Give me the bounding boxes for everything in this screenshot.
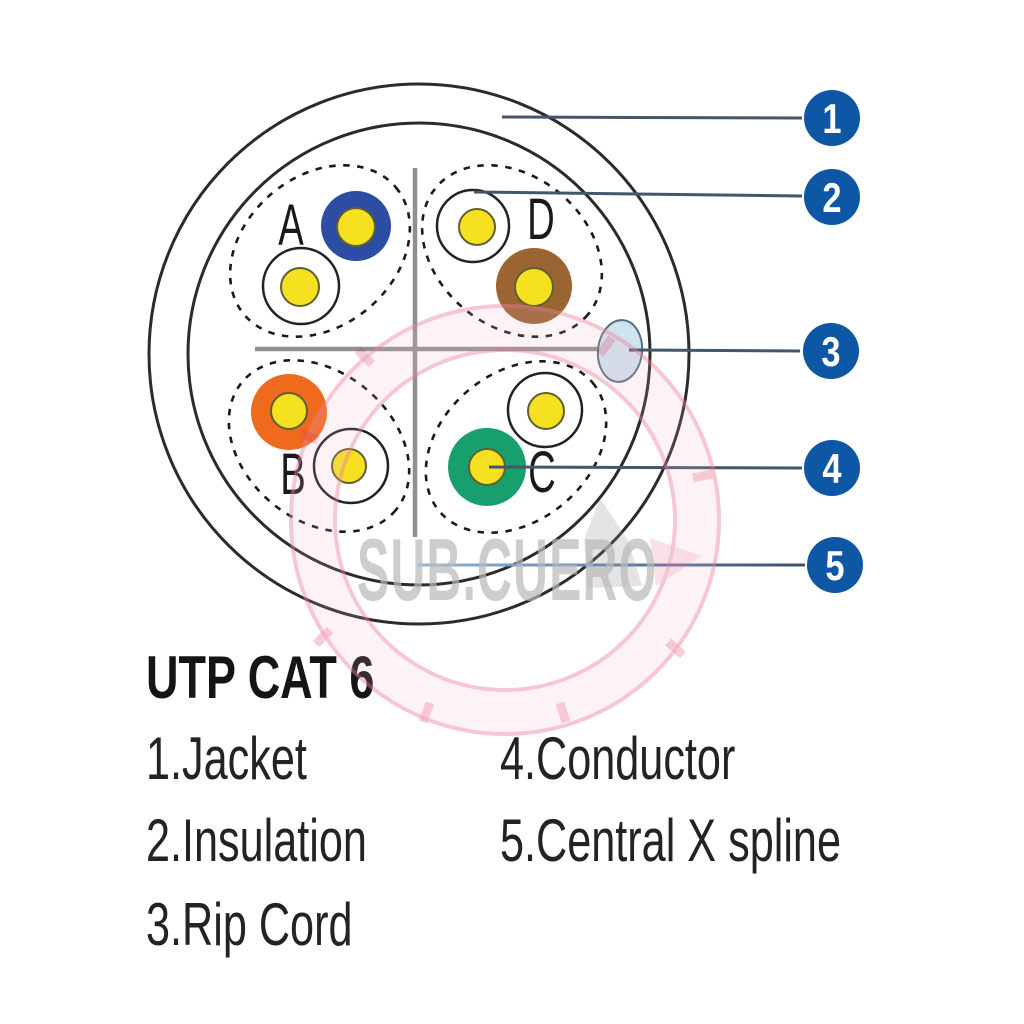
pair-a-white-conductor — [280, 267, 320, 307]
callout-5-circle — [807, 537, 863, 593]
central-x-spline — [255, 168, 600, 537]
legend-item-insulation: 2.Insulation — [146, 807, 367, 874]
leader-line-2-insulation — [473, 190, 803, 198]
legend-item-conductor: 4.Conductor — [500, 725, 736, 792]
pair-a-blue-conductor — [336, 207, 376, 247]
pair-c-dashed-ellipse — [424, 359, 608, 535]
legend-item-central-spline: 5.Central X spline — [500, 807, 841, 874]
callout-3-circle — [803, 323, 859, 379]
callout-1-circle — [804, 90, 860, 146]
legend-item-jacket: 1.Jacket — [146, 725, 307, 792]
pair-a-label: A — [278, 194, 304, 258]
callout-4: 4 — [804, 440, 860, 496]
callout-2-number: 2 — [822, 175, 841, 222]
pair-d: D — [435, 188, 572, 324]
jacket-inner-circle — [186, 121, 652, 587]
pair-c: C — [448, 371, 584, 506]
callout-1-number: 1 — [822, 96, 841, 143]
legend-title: UTP CAT 6 — [146, 644, 375, 711]
rip-cord — [596, 319, 644, 383]
callout-4-number: 4 — [822, 446, 842, 493]
pair-b: B — [251, 374, 390, 507]
callout-4-circle — [804, 440, 860, 496]
callout-1: 1 — [804, 90, 860, 146]
callout-leader-lines — [418, 115, 805, 567]
pair-d-label: D — [527, 188, 555, 252]
leader-line-1-jacket — [501, 115, 803, 120]
callout-5-number: 5 — [825, 543, 844, 590]
pair-b-dashed-ellipse — [227, 358, 411, 534]
callout-2: 2 — [804, 169, 860, 225]
pair-c-label: C — [528, 441, 556, 505]
legend-item-rip-cord: 3.Rip Cord — [146, 891, 353, 958]
callout-3: 3 — [803, 323, 859, 379]
pair-c-white-conductor — [527, 392, 565, 430]
callout-2-circle — [804, 169, 860, 225]
pair-a-dashed-ellipse — [228, 163, 412, 339]
pair-b-white-conductor — [331, 448, 367, 484]
pair-a: A — [261, 191, 391, 326]
leader-line-4-conductor — [488, 465, 803, 470]
callout-3-number: 3 — [821, 329, 840, 376]
pair-b-label: B — [280, 443, 306, 507]
pair-d-white-conductor — [458, 208, 496, 246]
pair-d-brown-conductor — [514, 267, 554, 307]
callout-5: 5 — [807, 537, 863, 593]
leader-line-3-rip-cord — [628, 348, 801, 353]
pair-b-orange-conductor — [270, 392, 308, 430]
